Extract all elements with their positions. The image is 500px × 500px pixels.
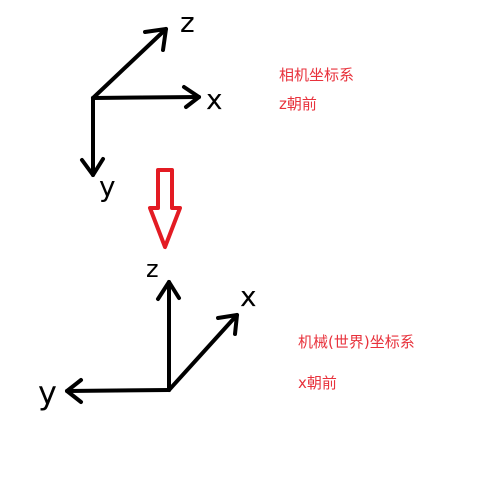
camera-x-label: x (206, 83, 223, 116)
mechanical-x-axis (167, 313, 239, 392)
mechanical-z-label: z (146, 255, 159, 283)
camera-frame-title: 相机坐标系 (279, 66, 355, 84)
camera-y-arrowhead (80, 157, 105, 177)
down-arrow-icon (148, 168, 182, 249)
camera-z-axis (91, 27, 168, 100)
mechanical-frame (65, 280, 239, 404)
mechanical-x-label: x (240, 280, 257, 313)
mechanical-frame-forward-note: x朝前 (298, 374, 337, 392)
mechanical-frame-title: 机械(世界)坐标系 (298, 333, 415, 351)
camera-x-axis (91, 95, 201, 100)
camera-z-arrowhead (143, 27, 168, 52)
camera-z-label: z (180, 6, 195, 39)
camera-frame (80, 27, 201, 177)
mechanical-y-label: y (38, 374, 57, 412)
mechanical-y-arrowhead (65, 378, 83, 404)
camera-frame-forward-note: z朝前 (279, 95, 317, 113)
mechanical-z-arrowhead (156, 280, 181, 301)
mechanical-y-axis (65, 388, 171, 393)
camera-y-label: y (99, 170, 116, 203)
camera-x-arrowhead (182, 85, 201, 109)
mechanical-x-arrowhead (216, 313, 239, 336)
